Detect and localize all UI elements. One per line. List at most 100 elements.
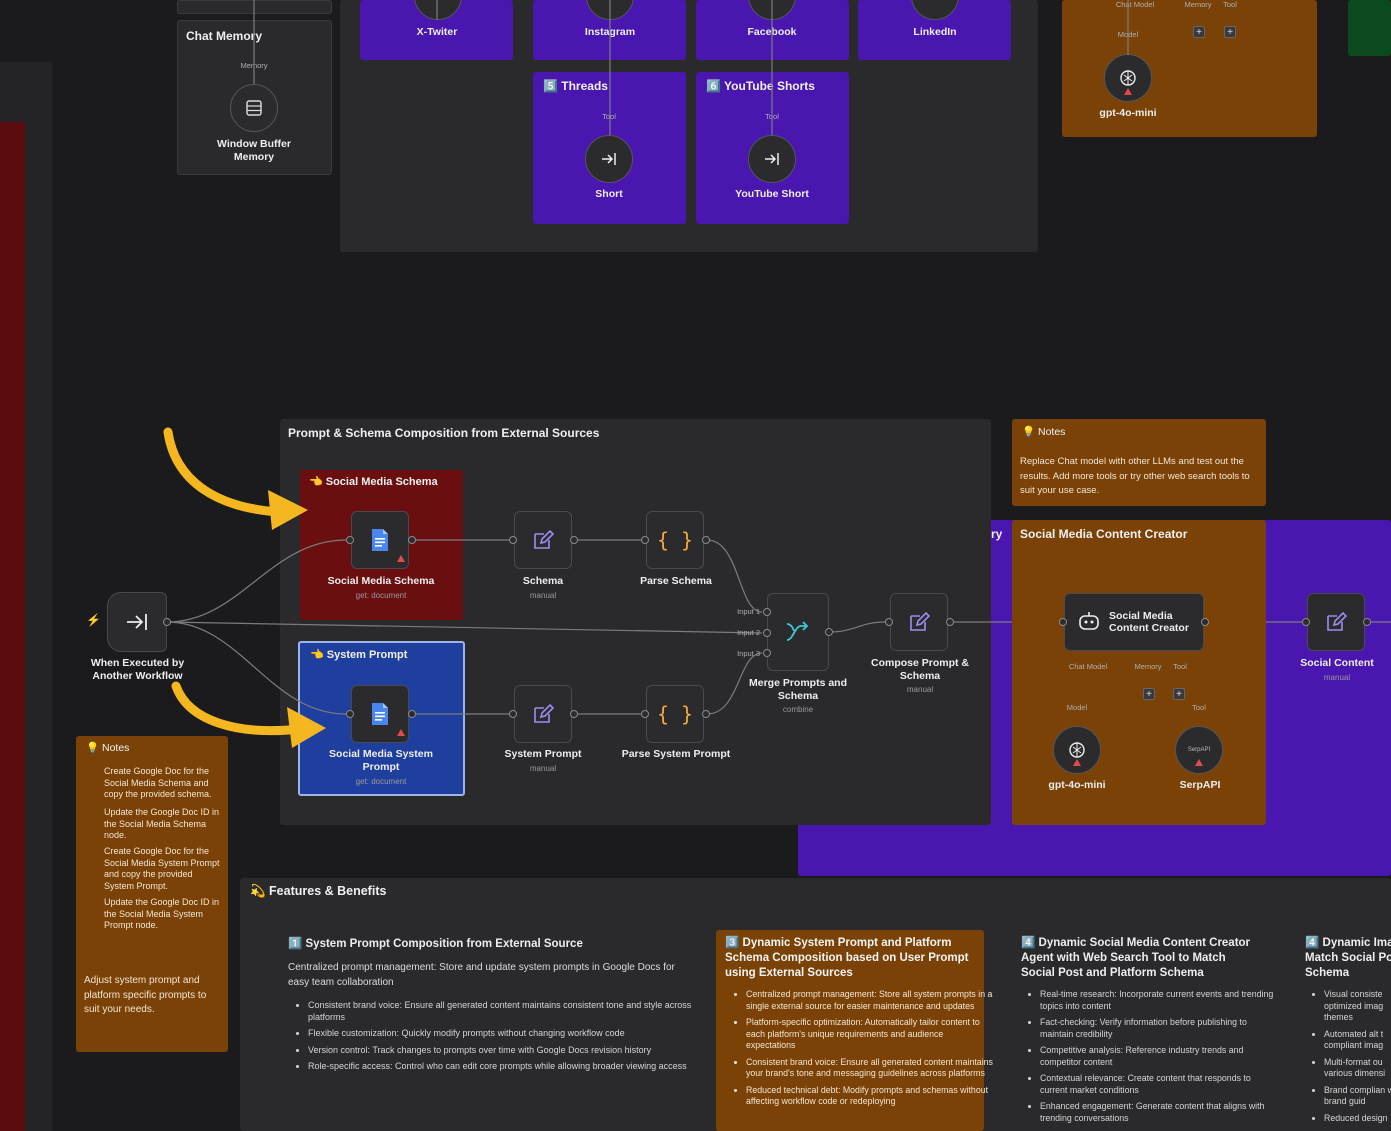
feature-card-2[interactable]: 3️⃣ Dynamic System Prompt and Platform S… [716,930,993,1131]
agent-input-port[interactable] [1059,618,1067,626]
top-add-tool-button[interactable]: + [1224,26,1236,38]
schema-warning-icon [397,555,405,562]
parse-schema-node[interactable]: { } [646,511,704,569]
gpt-model-node[interactable] [1053,726,1101,774]
compose-output[interactable] [946,618,954,626]
system-prompt-input[interactable] [509,710,517,718]
merge-input-1-port[interactable] [763,608,771,616]
feature-card-3[interactable]: 4️⃣ Dynamic Social Media Content Creator… [1012,930,1273,1131]
list-item: Centralized prompt management: Store all… [746,989,994,1012]
parse-schema-input[interactable] [641,536,649,544]
trigger-bolt-icon: ⚡ [86,613,101,627]
prompt-warning-icon [397,729,405,736]
list-item: Reduced design [1324,1113,1391,1125]
top-agent-group[interactable]: Chat Model Memory Tool + + Model gpt-4o-… [1062,0,1317,137]
social-media-schema-title: 👈 Social Media Schema [309,476,438,488]
short-node[interactable] [585,135,633,183]
add-tool-button[interactable]: + [1173,688,1185,700]
schema-input-port[interactable] [346,536,354,544]
list-item: Real-time research: Incorporate current … [1040,989,1276,1012]
notes-left-footer: Adjust system prompt and platform specif… [84,975,207,1015]
merge-input-3-label: Input 3 [737,649,760,658]
social-content-input[interactable] [1302,618,1310,626]
social-content-output[interactable] [1363,618,1371,626]
google-docs-icon [372,529,388,551]
parse-schema-output[interactable] [702,536,710,544]
left-red-strip [0,122,25,1131]
parse-system-prompt-label: Parse System Prompt [621,748,731,760]
compose-input[interactable] [885,618,893,626]
parse-system-prompt-input[interactable] [641,710,649,718]
arrow-head-1 [268,490,308,530]
merge-input-2-port[interactable] [763,629,771,637]
youtube-shorts-title: 6️⃣ YouTube Shorts [706,79,815,93]
notes-right-title: 💡 Notes [1022,426,1066,438]
list-item: Multi-format ou various dimensi [1324,1057,1391,1080]
merge-sub: combine [782,705,814,714]
merge-input-1-label: Input 1 [737,607,760,616]
system-prompt-output[interactable] [570,710,578,718]
edit-icon [534,529,554,549]
system-prompt-sub: manual [529,764,557,773]
parse-system-prompt-output[interactable] [702,710,710,718]
schema-sub: manual [529,591,557,600]
chat-model-port-label: Chat Model [1068,662,1108,671]
feature-card-4[interactable]: 4️⃣ Dynamic Ima Match Social Po Schema V… [1296,930,1391,1131]
list-item: Reduced technical debt: Modify prompts a… [746,1085,994,1108]
main-group-title: Prompt & Schema Composition from Externa… [288,426,600,440]
serpapi-warning-icon [1195,759,1203,766]
gpt-warning-icon [1073,759,1081,766]
social-media-schema-sub: get: document [355,591,407,600]
threads-tool-port: Tool [602,112,616,121]
edit-icon [534,703,554,723]
prompt-input-port[interactable] [346,710,354,718]
youtube-short-node[interactable] [748,135,796,183]
trigger-node[interactable] [107,592,167,652]
trigger-output-port[interactable] [163,618,171,626]
merge-input-3-port[interactable] [763,649,771,657]
merge-node[interactable] [767,593,829,671]
system-prompt-title: 👈 System Prompt [310,649,408,661]
serpapi-label: SerpAPI [1179,779,1221,791]
list-item: Automated alt t compliant imag [1324,1029,1391,1052]
execute-workflow-icon [765,153,779,165]
feature-card-1-intro: Centralized prompt management: Store and… [288,962,675,988]
schema-node-output[interactable] [570,536,578,544]
serpapi-node[interactable]: SerpAPI [1175,726,1223,774]
merge-output-port[interactable] [825,628,833,636]
list-item: Version control: Track changes to prompt… [308,1045,708,1057]
schema-node[interactable] [514,511,572,569]
social-content-node[interactable] [1307,593,1365,651]
social-content-sub: manual [1323,673,1351,682]
notes-left-item-1: Create Google Doc for the Social Media S… [104,766,212,799]
schema-node-input[interactable] [509,536,517,544]
add-memory-button[interactable]: + [1143,688,1155,700]
tool-port-label: Tool [1173,662,1187,671]
content-creator-title: Social Media Content Creator [1020,527,1188,541]
database-icon [246,100,262,116]
feature-card-1[interactable]: 1️⃣ System Prompt Composition from Exter… [280,930,705,1131]
notes-left[interactable]: 💡 Notes Create Google Doc for the Social… [76,736,228,1052]
notes-left-item-4: Update the Google Doc ID in the Social M… [104,897,220,930]
system-prompt-node[interactable] [514,685,572,743]
compose-label: Compose Prompt & Schema [870,657,969,682]
parse-system-prompt-node[interactable]: { } [646,685,704,743]
prompt-output-port[interactable] [408,710,416,718]
window-buffer-memory-node[interactable] [230,84,278,132]
compose-node[interactable] [890,593,948,651]
list-item: Consistent brand voice: Ensure all gener… [746,1057,994,1080]
compose-sub: manual [906,685,934,694]
linkedin-label: LinkedIn [913,26,957,38]
feature-card-2-title: 3️⃣ Dynamic System Prompt and Platform S… [725,937,969,979]
content-creator-agent-node[interactable]: Social Media Content Creator [1064,593,1204,651]
feature-card-2-list: Centralized prompt management: Store all… [728,989,994,1113]
schema-output-port[interactable] [408,536,416,544]
top-add-memory-button[interactable]: + [1193,26,1205,38]
agent-output-port[interactable] [1201,618,1209,626]
partial-group-title: ry [991,527,1003,541]
trigger-label: When Executed by Another Workflow [90,657,185,682]
content-creator-group[interactable]: Social Media Content Creator [1012,520,1266,825]
notes-right[interactable]: 💡 Notes Replace Chat model with other LL… [1012,419,1266,506]
arrow-head-2 [287,707,326,748]
social-media-schema-group[interactable]: 👈 Social Media Schema [300,470,463,620]
